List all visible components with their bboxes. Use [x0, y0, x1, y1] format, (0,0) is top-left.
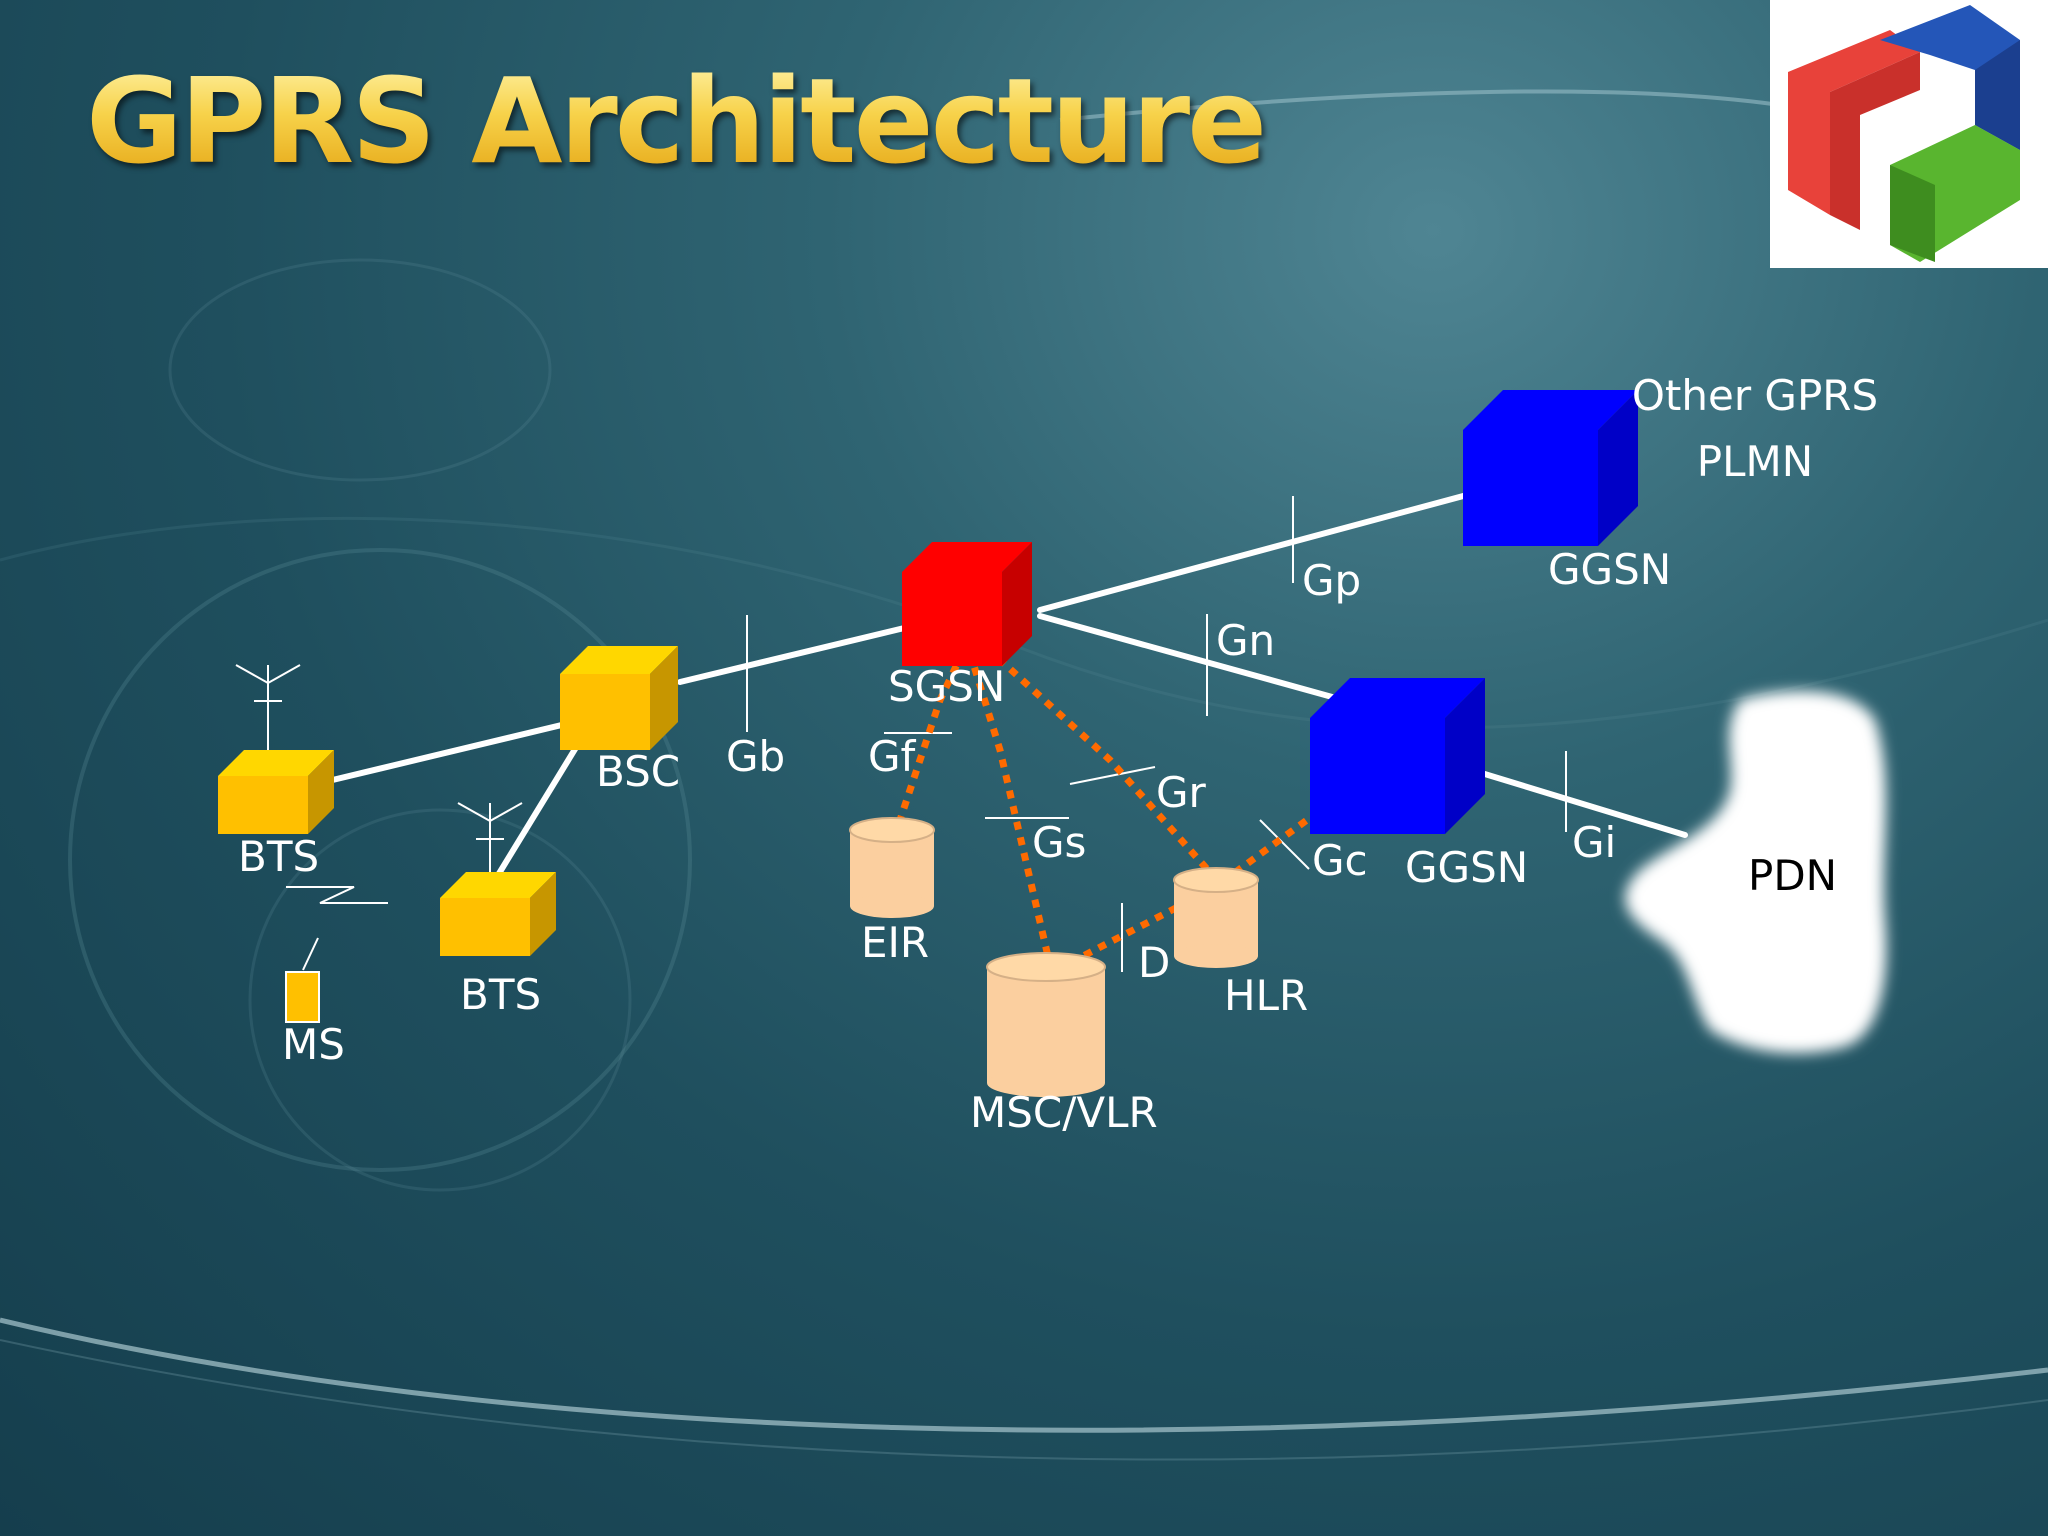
page-title: GPRS Architecture	[86, 52, 1267, 190]
ggsn-other-node-front	[1463, 430, 1598, 546]
eir-node-base	[850, 894, 934, 918]
other-plmn-label-line1: Other GPRS	[1631, 371, 1879, 420]
tick-gr	[1069, 766, 1156, 785]
bts-1-node-front	[218, 776, 308, 834]
logo-panel	[1770, 0, 2048, 268]
hlr-node-base	[1174, 944, 1258, 968]
sgsn-node-top	[902, 542, 1032, 572]
link-sgsn-ggsn-home	[1037, 613, 1346, 703]
interface-gi-label: Gi	[1572, 818, 1617, 867]
bsc-node-side	[650, 646, 678, 750]
antenna-icon-arm-right	[267, 664, 301, 684]
antenna-icon	[235, 664, 301, 750]
hlr-node-top	[1173, 867, 1259, 893]
bsc-node-front	[560, 674, 650, 750]
tick-gc	[1259, 819, 1310, 870]
bts-1-label: BTS	[238, 832, 320, 881]
ggsn-other-node-side	[1598, 390, 1638, 546]
other-plmn-label-line2: PLMN	[1696, 437, 1814, 486]
antenna-icon-arm-left	[457, 802, 491, 822]
ms-node	[285, 971, 320, 1023]
pdn-cloud	[1625, 691, 1887, 1054]
radio-link-icon	[286, 886, 388, 904]
interface-gs-label: Gs	[1032, 818, 1087, 867]
bts-2-node-front	[440, 898, 530, 956]
ggsn-other-label: GGSN	[1548, 545, 1672, 594]
ms-label: MS	[282, 1020, 345, 1069]
ggsn-home-label: GGSN	[1405, 843, 1529, 892]
interface-d-label: D	[1138, 938, 1171, 987]
bts-1-node-side	[308, 750, 334, 834]
ggsn-home-node	[1310, 678, 1485, 834]
sgsn-label: SGSN	[888, 662, 1006, 711]
ggsn-home-node-side	[1445, 678, 1485, 834]
bts-2-label: BTS	[460, 970, 542, 1019]
bsc-node-top	[560, 646, 678, 674]
interface-gn-label: Gn	[1216, 616, 1276, 665]
bsc-node	[560, 646, 678, 750]
bts-1-node	[218, 750, 334, 834]
antenna-icon-arm-left	[235, 664, 269, 684]
sgsn-node-front	[902, 572, 1002, 666]
ggsn-other-node-top	[1463, 390, 1638, 430]
interface-gr-label: Gr	[1156, 768, 1206, 817]
ggsn-home-node-top	[1310, 678, 1485, 718]
hlr-node	[1173, 867, 1259, 968]
sgsn-node	[902, 542, 1032, 666]
msc-vlr-node-body	[987, 967, 1105, 1083]
link-ggsn-pdn	[1462, 765, 1688, 838]
interface-gp-label: Gp	[1302, 556, 1362, 605]
eir-node	[849, 817, 935, 918]
bts-2-node	[440, 872, 556, 956]
signal-hlr-ggsn	[1219, 782, 1358, 885]
msc-vlr-node-top	[986, 952, 1106, 982]
bts-2-node-side	[530, 872, 556, 956]
msc-vlr-label: MSC/VLR	[970, 1088, 1158, 1137]
ms-antenna-icon	[302, 937, 319, 971]
bts-2-node-top	[440, 872, 556, 898]
eir-label: EIR	[861, 918, 930, 967]
interface-gc-label: Gc	[1312, 836, 1368, 885]
interface-gb-label: Gb	[726, 732, 786, 781]
sgsn-node-side	[1002, 542, 1032, 666]
bsc-label: BSC	[596, 747, 681, 796]
ggsn-other-node	[1463, 390, 1638, 546]
signal-sgsn-hlr	[972, 634, 1218, 881]
link-bts1-bsc	[317, 714, 598, 786]
logo-icon	[1788, 5, 2020, 262]
eir-node-top	[849, 817, 935, 843]
antenna-icon	[457, 802, 523, 872]
signal-sgsn-msc	[961, 635, 1054, 966]
bts-1-node-top	[218, 750, 334, 776]
pdn-label: PDN	[1748, 851, 1838, 900]
hlr-label: HLR	[1224, 971, 1309, 1020]
interface-gf-label: Gf	[868, 732, 916, 781]
antenna-icon-arm-right	[489, 802, 523, 822]
msc-vlr-node-base	[987, 1069, 1105, 1097]
msc-vlr-node	[986, 952, 1106, 1097]
ggsn-home-node-front	[1310, 718, 1445, 834]
link-sgsn-ggsn-other	[1037, 475, 1533, 613]
